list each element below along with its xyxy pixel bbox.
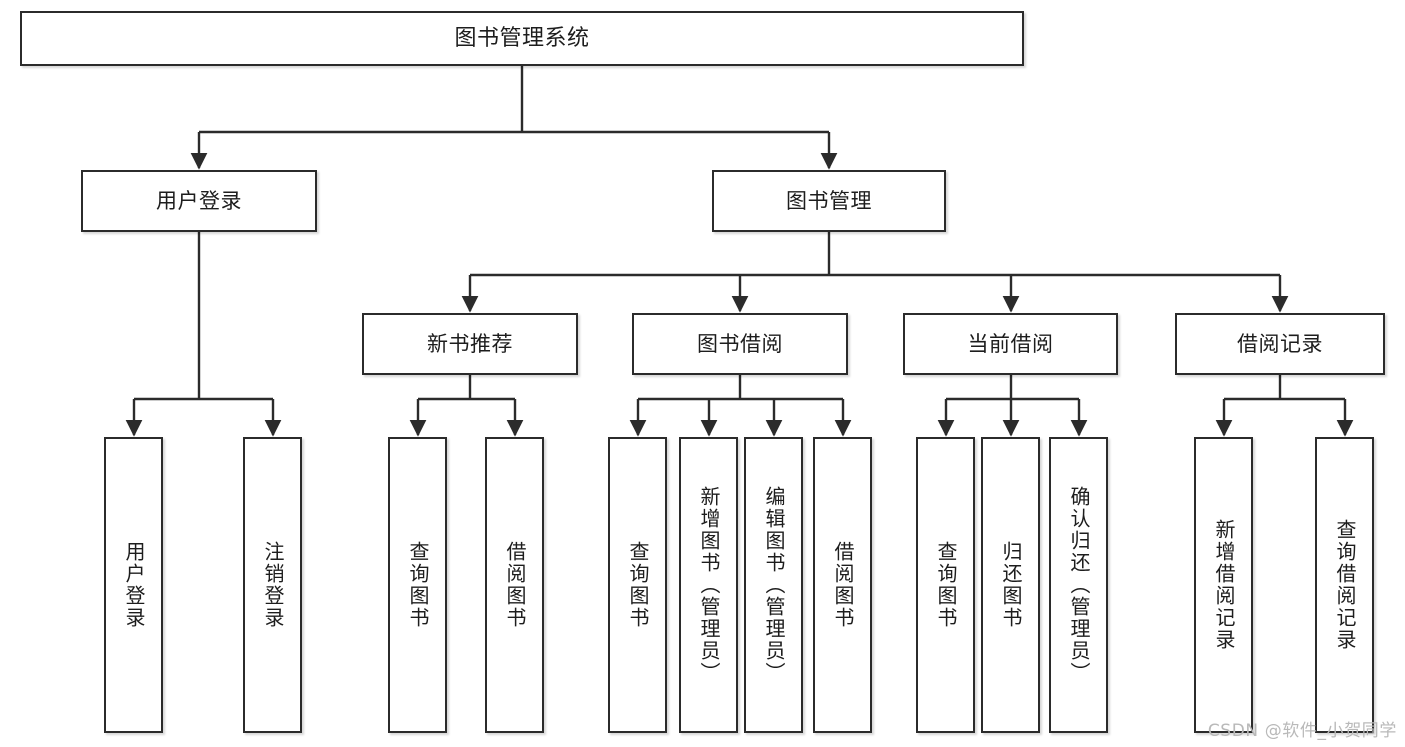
node-label: 借阅记录 bbox=[1237, 331, 1323, 356]
node-label: 查询图书 bbox=[406, 541, 430, 629]
node-label: 当前借阅 bbox=[967, 331, 1054, 356]
node-new-book-rec[interactable]: 新书推荐 bbox=[362, 313, 578, 375]
node-book-borrow[interactable]: 图书借阅 bbox=[632, 313, 848, 375]
node-leaf-return[interactable]: 归还图书 bbox=[981, 437, 1040, 733]
node-leaf-query-1[interactable]: 查询图书 bbox=[388, 437, 447, 733]
node-label: 图书管理系统 bbox=[454, 25, 590, 51]
node-label: 注销登录 bbox=[261, 541, 285, 629]
node-label: 用户登录 bbox=[122, 541, 146, 629]
node-label: 图书管理 bbox=[786, 188, 872, 213]
node-leaf-user-login[interactable]: 用户登录 bbox=[104, 437, 163, 733]
node-label: 确认归还（管理员） bbox=[1067, 486, 1091, 684]
node-user-login[interactable]: 用户登录 bbox=[81, 170, 317, 232]
node-label: 借阅图书 bbox=[503, 541, 527, 629]
node-label: 新书推荐 bbox=[427, 331, 513, 356]
node-root[interactable]: 图书管理系统 bbox=[20, 11, 1024, 66]
node-label: 编辑图书（管理员） bbox=[762, 486, 786, 684]
node-leaf-add-book[interactable]: 新增图书（管理员） bbox=[679, 437, 738, 733]
node-label: 新增借阅记录 bbox=[1212, 519, 1236, 651]
node-label: 借阅图书 bbox=[831, 541, 855, 629]
node-leaf-confirm[interactable]: 确认归还（管理员） bbox=[1049, 437, 1108, 733]
node-borrow-record[interactable]: 借阅记录 bbox=[1175, 313, 1385, 375]
node-label: 用户登录 bbox=[156, 188, 242, 213]
node-label: 图书借阅 bbox=[697, 331, 783, 356]
node-current-borrow[interactable]: 当前借阅 bbox=[903, 313, 1118, 375]
node-label: 新增图书（管理员） bbox=[697, 486, 721, 684]
node-leaf-query-rec[interactable]: 查询借阅记录 bbox=[1315, 437, 1374, 733]
node-label: 查询借阅记录 bbox=[1333, 519, 1357, 651]
node-label: 归还图书 bbox=[999, 541, 1023, 629]
node-label: 查询图书 bbox=[934, 541, 958, 629]
node-leaf-borrow-1[interactable]: 借阅图书 bbox=[485, 437, 544, 733]
node-leaf-query-2[interactable]: 查询图书 bbox=[608, 437, 667, 733]
node-leaf-borrow-2[interactable]: 借阅图书 bbox=[813, 437, 872, 733]
node-leaf-edit-book[interactable]: 编辑图书（管理员） bbox=[744, 437, 803, 733]
node-book-manage[interactable]: 图书管理 bbox=[712, 170, 946, 232]
node-leaf-logout[interactable]: 注销登录 bbox=[243, 437, 302, 733]
node-leaf-query-3[interactable]: 查询图书 bbox=[916, 437, 975, 733]
node-label: 查询图书 bbox=[626, 541, 650, 629]
node-leaf-add-rec[interactable]: 新增借阅记录 bbox=[1194, 437, 1253, 733]
